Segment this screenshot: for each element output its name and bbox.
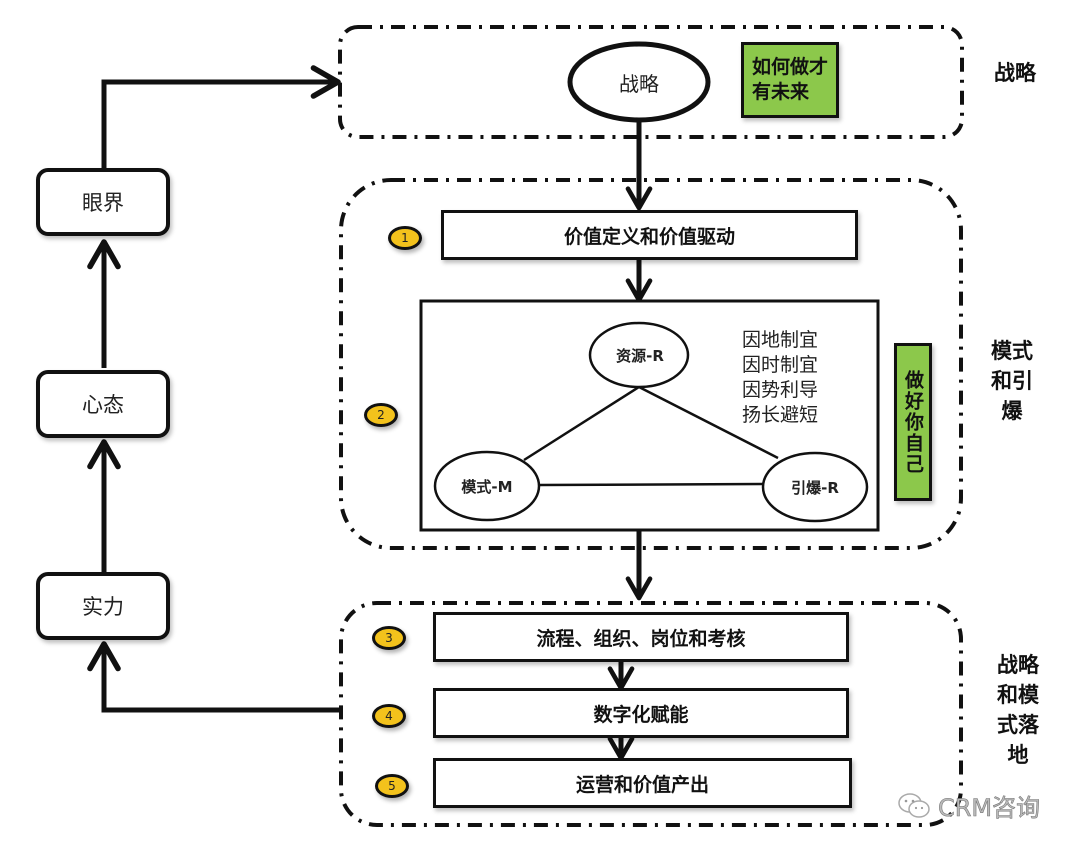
step5-badge: 5	[375, 774, 409, 798]
edge-model-ignite	[538, 482, 765, 487]
step3-badge-number: 3	[385, 631, 393, 645]
step1-badge-number: 1	[401, 231, 409, 245]
step1-badge: 1	[388, 226, 422, 250]
model-ellipse	[433, 450, 541, 522]
strength-label: 实力	[82, 595, 124, 619]
resource-ellipse	[588, 321, 690, 389]
step2-badge-number: 2	[377, 408, 385, 422]
step3-label: 流程、组织、岗位和考核	[536, 627, 746, 650]
step3-box: 流程、组织、岗位和考核	[433, 612, 849, 662]
step2-badge: 2	[364, 403, 398, 427]
principles-list: 因地制宜 因时制宜 因势利导 扬长避短	[742, 328, 818, 428]
step5-badge-number: 5	[388, 779, 396, 793]
vision-label: 眼界	[82, 191, 124, 215]
be-yourself-note: 做好你自己	[894, 343, 932, 501]
principle: 因地制宜	[742, 329, 819, 351]
step4-box: 数字化赋能	[433, 688, 849, 738]
watermark-text: CRM咨询	[938, 794, 1041, 823]
step3-badge: 3	[372, 626, 406, 650]
model-label: 模式-M	[461, 477, 513, 496]
step5-box: 运营和价值产出	[433, 758, 852, 808]
step1-label: 价值定义和价值驱动	[563, 225, 735, 248]
ignite-ellipse	[761, 451, 869, 523]
watermark: CRM咨询	[896, 788, 1040, 823]
execution-side-label: 战略和模式落地	[997, 653, 1039, 767]
arrow-execution-to-strength	[87, 641, 341, 713]
strategy-ellipse-label: 战略	[619, 71, 659, 96]
strategy-ellipse	[567, 41, 711, 123]
be-yourself-text: 做好你自己	[902, 369, 924, 475]
strength-box: 实力	[36, 572, 170, 640]
arrow-vision-to-strategy	[101, 65, 341, 168]
mindset-box: 心态	[36, 370, 170, 438]
step5-label: 运营和价值产出	[575, 773, 709, 796]
vision-box: 眼界	[36, 168, 170, 236]
strategy-side-label: 战略	[994, 61, 1036, 85]
mindset-label: 心态	[82, 393, 124, 417]
step1-box: 价值定义和价值驱动	[441, 210, 858, 260]
edge-resource-model	[523, 385, 640, 462]
strategy-container	[338, 25, 964, 139]
step4-badge: 4	[372, 704, 406, 728]
execution-container	[339, 601, 963, 827]
future-note: 如何做才有未来	[741, 42, 839, 118]
principle: 因势利导	[742, 379, 819, 401]
wechat-icon	[898, 792, 930, 818]
step4-badge-number: 4	[385, 709, 393, 723]
model-container	[339, 178, 963, 550]
step4-label: 数字化赋能	[593, 703, 689, 726]
resource-label: 资源-R	[616, 346, 664, 365]
principle: 因时制宜	[742, 354, 819, 376]
ignite-label: 引爆-R	[791, 478, 839, 497]
future-note-text: 如何做才有未来	[752, 56, 829, 103]
principle: 扬长避短	[742, 404, 819, 426]
edge-resource-ignite	[638, 385, 779, 460]
model-side-label: 模式和引爆	[991, 339, 1033, 423]
